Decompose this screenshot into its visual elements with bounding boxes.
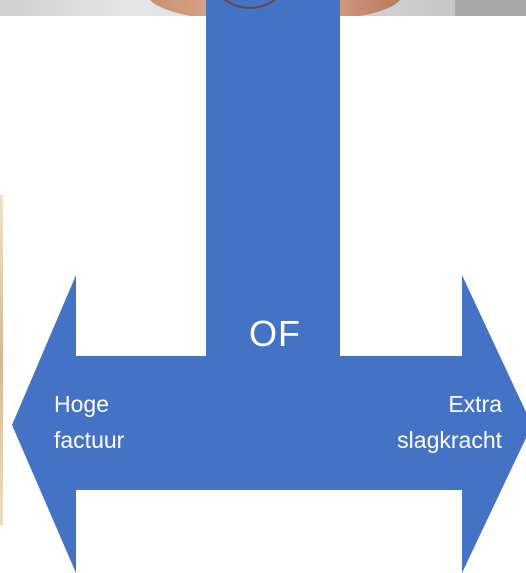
left-edge-decoration — [0, 195, 3, 525]
right-label: Extra slagkracht — [342, 386, 502, 458]
left-label-line-1: Hoge — [54, 391, 109, 417]
right-label-line-1: Extra — [448, 391, 502, 417]
t-arrow-path — [12, 16, 526, 573]
left-label-line-2: factuur — [54, 427, 125, 453]
right-label-line-2: slagkracht — [397, 427, 502, 453]
photo-graphic — [0, 0, 526, 16]
left-label: Hoge factuur — [54, 386, 204, 458]
center-label: OF — [249, 313, 301, 354]
cropped-photo — [0, 0, 526, 16]
